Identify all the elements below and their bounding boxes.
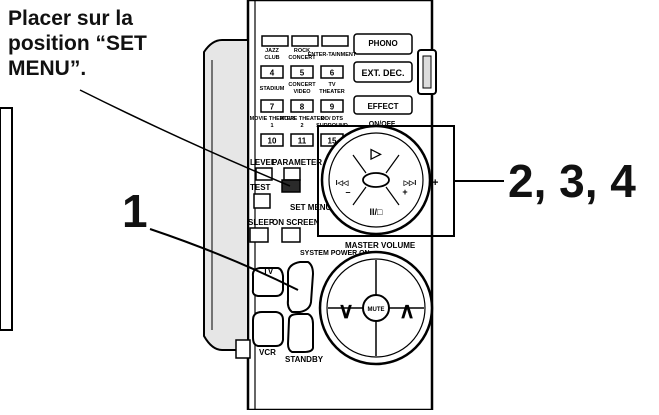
- input-button-number: 6: [330, 69, 335, 78]
- input-button-caption: MOVIE THEATER: [250, 116, 295, 122]
- input-button-grid: JAZZCLUB4ROCKCONCERT5ENTER-TAINMENT6STAD…: [250, 48, 357, 147]
- input-button-caption: ROCK: [294, 48, 310, 54]
- input-button-caption: CONCERT: [288, 55, 316, 61]
- input-button-caption: STADIUM: [260, 86, 285, 92]
- input-button-caption: THEATER: [319, 89, 345, 95]
- system-power-on-button[interactable]: [286, 261, 315, 313]
- on-off-label: ON/OFF: [369, 121, 396, 128]
- set-menu-instruction: Placer sur la position “SET MENU”.: [8, 6, 147, 81]
- mute-button[interactable]: [362, 294, 390, 322]
- parameter-label: PARAMETER: [272, 158, 322, 167]
- remote-side-panel: [203, 39, 249, 351]
- dpad-minus-icon: –: [345, 187, 350, 197]
- dpad-next-icon: ▷▷I: [403, 180, 417, 187]
- set-menu-pointer-line: [79, 89, 291, 187]
- remote-side-latch: [235, 339, 251, 359]
- input-button-caption: CLUB: [264, 55, 279, 61]
- input-button-caption: VIDEO: [293, 89, 311, 95]
- input-button-caption: DD/ DTS: [321, 116, 343, 122]
- step-1-label: 1: [122, 185, 148, 237]
- standby-button[interactable]: [286, 313, 314, 353]
- input-button-caption: JAZZ: [265, 48, 279, 54]
- input-button[interactable]: [320, 65, 344, 79]
- dpad-pause-stop-icon: II/□: [370, 207, 384, 217]
- input-button[interactable]: [290, 99, 314, 113]
- tv-power-button[interactable]: [251, 267, 284, 297]
- step1-pointer-line: [149, 228, 299, 291]
- instruction-line-1: Placer sur la: [8, 7, 133, 30]
- dpad-prev-icon: I◁◁: [336, 180, 349, 187]
- ext-dec-label: EXT. DEC.: [361, 68, 404, 78]
- input-button[interactable]: [290, 133, 314, 147]
- test-button[interactable]: [253, 193, 271, 209]
- input-button-number: 5: [300, 69, 305, 78]
- sleep-label: SLEEP: [248, 218, 275, 227]
- input-button-number: 10: [268, 137, 277, 146]
- input-button[interactable]: [260, 99, 284, 113]
- effect-button[interactable]: [353, 95, 413, 115]
- input-button-caption: 1: [270, 123, 273, 129]
- level-label: LEVEL: [250, 158, 276, 167]
- input-button-number: 11: [298, 137, 307, 146]
- on-screen-label: ON SCREEN: [272, 218, 320, 227]
- tv-label: TV: [263, 267, 274, 276]
- instruction-line-2: position “SET: [8, 32, 147, 55]
- input-button-number: 4: [270, 69, 275, 78]
- input-button-caption: 2: [300, 123, 303, 129]
- mute-label: MUTE: [368, 307, 385, 313]
- standby-label: STANDBY: [285, 355, 324, 364]
- input-button-top-2: [291, 35, 319, 47]
- instruction-line-3: MENU”.: [8, 57, 87, 80]
- phono-button[interactable]: [353, 33, 413, 55]
- dpad-dividers: [352, 154, 400, 206]
- dpad-outer-plus: +: [432, 177, 438, 189]
- vcr-label: VCR: [259, 348, 276, 357]
- input-button[interactable]: [260, 133, 284, 147]
- steps-2-3-4-label: 2, 3, 4: [508, 155, 636, 207]
- effect-label: EFFECT: [367, 102, 398, 111]
- on-screen-button[interactable]: [281, 227, 301, 243]
- input-button-caption: TV: [328, 82, 335, 88]
- input-button-caption: MOVIE THEATER: [280, 116, 325, 122]
- remote-right-slider-inner: [422, 55, 432, 89]
- input-button-caption: ENTER-TAINMENT: [308, 52, 357, 58]
- dpad-plus-icon: +: [402, 187, 407, 197]
- input-button-number: 9: [330, 103, 335, 112]
- phono-label: PHONO: [368, 39, 397, 48]
- parameter-button[interactable]: [283, 167, 301, 181]
- system-power-on-label: SYSTEM POWER ON: [300, 250, 370, 257]
- dpad-play-icon: ▷: [370, 145, 383, 161]
- input-button[interactable]: [260, 65, 284, 79]
- input-button-caption: CONCERT: [288, 82, 316, 88]
- set-menu-switch[interactable]: [281, 179, 301, 193]
- input-button-number: 8: [300, 103, 305, 112]
- input-button-number: 15: [328, 137, 337, 146]
- test-label: TEST: [250, 183, 271, 192]
- set-menu-label: SET MENU: [290, 203, 332, 212]
- input-button-number: 7: [270, 103, 275, 112]
- ext-dec-button[interactable]: [353, 61, 413, 83]
- left-edge-box: [0, 107, 13, 331]
- volume-down-icon: ∨: [338, 298, 354, 323]
- volume-up-icon: ∧: [399, 298, 415, 323]
- input-button-top-3: [321, 35, 349, 47]
- input-button[interactable]: [290, 65, 314, 79]
- vcr-power-button[interactable]: [252, 311, 284, 347]
- input-button[interactable]: [320, 99, 344, 113]
- dpad-center-button[interactable]: [362, 172, 390, 188]
- sleep-button[interactable]: [249, 227, 269, 243]
- input-button-top-1: [261, 35, 289, 47]
- master-volume-label: MASTER VOLUME: [345, 241, 416, 250]
